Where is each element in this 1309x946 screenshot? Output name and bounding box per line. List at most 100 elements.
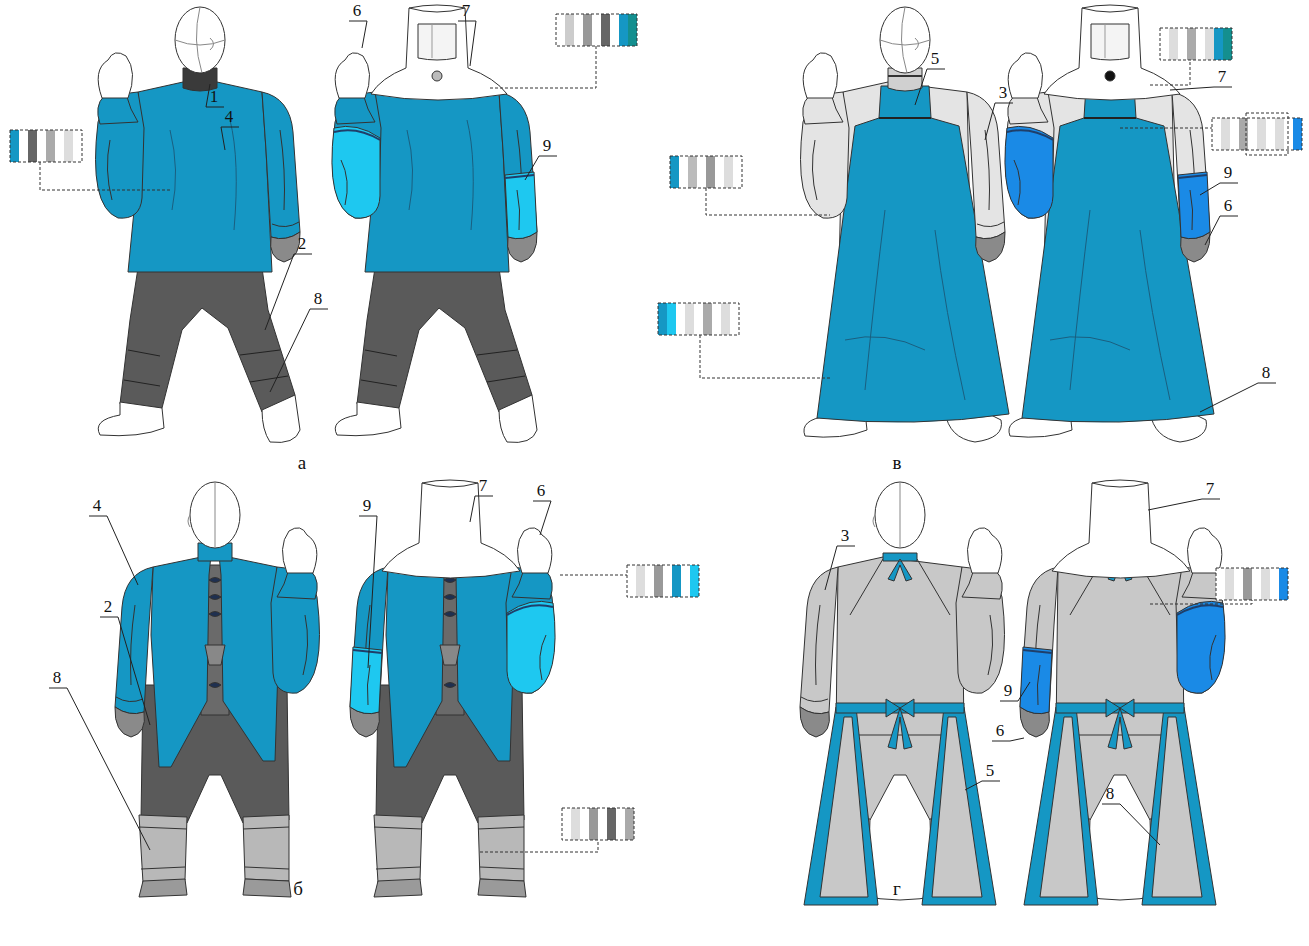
illustration-part bbox=[1187, 28, 1196, 60]
color-strip bbox=[562, 808, 634, 840]
illustration-part bbox=[349, 21, 367, 48]
illustration-part bbox=[1214, 28, 1223, 60]
color-strip bbox=[556, 14, 637, 46]
illustration-part bbox=[556, 14, 637, 46]
illustration-part bbox=[560, 575, 627, 576]
illustration-part bbox=[690, 565, 699, 597]
illustration-part bbox=[703, 303, 712, 335]
illustration-part bbox=[672, 565, 681, 597]
figure-v-left bbox=[801, 7, 1010, 442]
illustration-part bbox=[733, 156, 742, 188]
illustration-part bbox=[627, 565, 636, 597]
color-strip bbox=[658, 303, 739, 335]
illustration-part bbox=[1102, 804, 1160, 845]
illustration-part bbox=[1293, 118, 1302, 150]
illustration-part bbox=[533, 501, 551, 535]
illustration-part bbox=[1212, 118, 1221, 150]
figure-g-right bbox=[1020, 480, 1225, 905]
panel-letter: б bbox=[293, 879, 303, 898]
illustration-part bbox=[915, 69, 945, 105]
color-strip bbox=[1160, 28, 1232, 60]
illustration-part bbox=[645, 565, 654, 597]
illustration-part bbox=[37, 130, 46, 162]
illustration-part bbox=[1275, 118, 1284, 150]
illustration-part bbox=[1160, 28, 1232, 60]
illustration-part bbox=[1000, 682, 1030, 701]
illustration-part bbox=[270, 309, 328, 392]
figure-b-left bbox=[115, 482, 320, 897]
illustration-part bbox=[562, 808, 571, 840]
callout-number: 7 bbox=[1206, 480, 1215, 497]
illustration-part bbox=[525, 156, 557, 180]
illustration-part bbox=[565, 14, 574, 46]
illustration-part bbox=[206, 84, 224, 107]
color-strip bbox=[10, 130, 82, 162]
illustration-part bbox=[49, 688, 150, 850]
callout-leaders bbox=[49, 21, 1276, 850]
illustration-part bbox=[1243, 568, 1252, 600]
illustration-part bbox=[688, 156, 697, 188]
panel-letter: в bbox=[893, 453, 902, 472]
illustration-part bbox=[1148, 499, 1220, 510]
callout-number: 7 bbox=[462, 2, 471, 19]
color-strip bbox=[670, 156, 742, 188]
illustration-part bbox=[1160, 28, 1169, 60]
illustration-part bbox=[697, 156, 706, 188]
figure-v-right bbox=[1005, 5, 1214, 442]
illustration-part bbox=[1150, 600, 1252, 604]
callout-number: 4 bbox=[93, 497, 102, 514]
illustration-part bbox=[598, 808, 607, 840]
callout-number: 9 bbox=[1224, 164, 1233, 181]
callout-number: 8 bbox=[1106, 785, 1115, 802]
illustration-part bbox=[1230, 118, 1239, 150]
illustration-part bbox=[100, 617, 150, 725]
illustration-part bbox=[628, 14, 637, 46]
illustration-part bbox=[458, 21, 476, 66]
illustration-part bbox=[1266, 118, 1275, 150]
illustration-part bbox=[625, 808, 634, 840]
callout-number: 8 bbox=[53, 669, 62, 686]
illustration-part bbox=[700, 335, 830, 378]
illustration-part bbox=[19, 130, 28, 162]
illustration-part bbox=[1225, 568, 1234, 600]
illustration-part bbox=[610, 14, 619, 46]
color-strip bbox=[627, 565, 699, 597]
callout-number: 5 bbox=[931, 50, 940, 67]
callout-number: 9 bbox=[543, 137, 552, 154]
callout-number: 7 bbox=[1218, 68, 1227, 85]
illustration-part bbox=[73, 130, 82, 162]
illustration-part bbox=[1216, 568, 1288, 600]
illustration-part bbox=[490, 46, 596, 88]
callout-number: 3 bbox=[999, 84, 1008, 101]
illustration-part bbox=[55, 130, 64, 162]
illustration-part bbox=[571, 808, 580, 840]
illustration-part bbox=[89, 516, 138, 585]
illustration-part bbox=[1246, 113, 1288, 155]
illustration-part bbox=[1120, 128, 1212, 129]
callout-number: 6 bbox=[537, 482, 546, 499]
callout-number: 3 bbox=[841, 527, 850, 544]
illustration-part bbox=[480, 840, 598, 852]
illustration-part bbox=[28, 130, 37, 162]
illustration-part bbox=[667, 303, 676, 335]
illustration-part bbox=[221, 127, 239, 150]
illustration-part bbox=[40, 162, 170, 190]
illustration-part bbox=[574, 14, 583, 46]
illustration-part bbox=[1216, 568, 1225, 600]
illustration-part bbox=[1200, 383, 1276, 412]
illustration-part bbox=[1196, 28, 1205, 60]
illustration-part bbox=[359, 516, 377, 668]
illustration-part bbox=[670, 156, 679, 188]
callout-number: 7 bbox=[479, 477, 488, 494]
illustration-part bbox=[556, 14, 565, 46]
figure-a-left bbox=[96, 7, 301, 443]
illustration-part bbox=[64, 130, 73, 162]
panel-letter: г bbox=[893, 879, 901, 898]
callout-number: 2 bbox=[298, 235, 307, 252]
illustration-part bbox=[721, 303, 730, 335]
callout-number: 1 bbox=[210, 88, 219, 105]
illustration-part bbox=[1279, 568, 1288, 600]
illustration-part bbox=[681, 565, 690, 597]
